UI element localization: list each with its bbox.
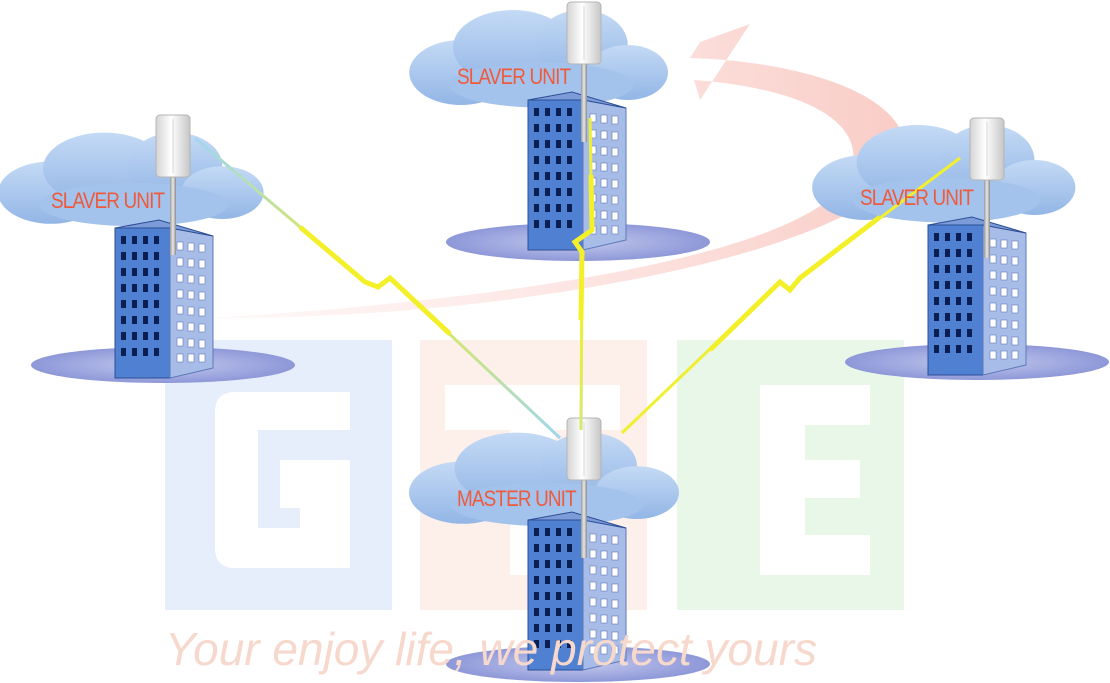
watermark-slogan: Your enjoy life, we protect yours <box>165 623 817 675</box>
building-slave-top <box>527 91 627 251</box>
cloud-slave-top <box>409 10 668 108</box>
link-left-to-master-core <box>298 225 452 336</box>
link-right-to-master-core <box>708 215 882 352</box>
label-master: MASTER UNIT <box>457 486 577 511</box>
cloud-master <box>409 432 679 527</box>
building-slave-left <box>114 219 214 379</box>
wireless-links <box>194 117 961 440</box>
brand-e-block <box>677 340 904 610</box>
swoosh-arrow <box>210 24 905 319</box>
link-top-to-master-core <box>571 174 595 321</box>
building-slave-right <box>927 216 1027 376</box>
label-slave-right: SLAVER UNIT <box>860 185 974 210</box>
brand-g-block <box>165 340 392 610</box>
label-slave-top: SLAVER UNIT <box>457 64 571 89</box>
label-slave-left: SLAVER UNIT <box>51 188 165 213</box>
